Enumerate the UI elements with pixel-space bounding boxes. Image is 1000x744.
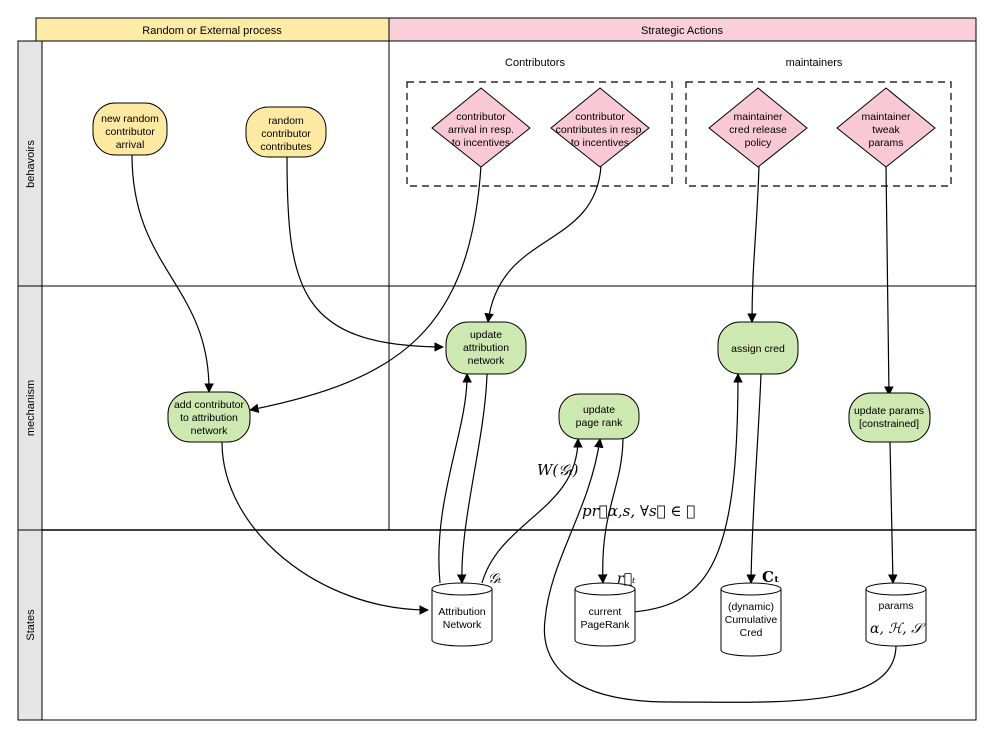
node-add-contributor: add contributor to attribution network (167, 391, 251, 443)
label-line: arrival in resp. (448, 124, 514, 136)
edge-update-attribution-to-attribution-network (456, 373, 488, 584)
label-line: Network (443, 619, 482, 631)
label-line: update params (854, 405, 924, 417)
contributors-group-box (406, 81, 673, 187)
state-params: params α, ℋ, 𝒮 (865, 582, 927, 647)
node-maintainer-tweak-params: maintainer tweak params (836, 87, 936, 168)
label-line: contributor (261, 128, 311, 140)
edge-update-params-to-params (888, 441, 898, 584)
node-contributor-contributes-incentives: contributor contributes in resp. to ince… (550, 87, 650, 168)
label-line: contributor (105, 126, 155, 138)
label-line: (dynamic) (728, 601, 774, 613)
maintainers-group-box (685, 81, 952, 187)
label-line: update (583, 404, 615, 416)
row-label-behaviors: behavoirs (25, 140, 37, 188)
edge-params-to-update-page-rank (543, 438, 897, 703)
group-label-maintainers: maintainers (786, 57, 843, 69)
label-line: tweak (872, 124, 900, 136)
label-line: to incentives (571, 137, 629, 149)
label-line: cred release (729, 124, 787, 136)
label-line: params (878, 600, 913, 612)
row-label-mechanism: mechanism (25, 380, 37, 436)
node-update-page-rank: update page rank (558, 393, 640, 440)
edge-assign-cred-to-cumulative-cred (746, 373, 762, 584)
label-line: maintainer (733, 111, 783, 123)
node-update-attribution-network: update attribution network (445, 321, 527, 375)
edge-attribution-network-to-update-page-rank (481, 438, 583, 584)
label-line: policy (745, 137, 773, 149)
state-current-pagerank: current PageRank (574, 582, 636, 647)
edge-contributes-incentive-to-update-attribution (484, 165, 602, 323)
label-line: Cred (740, 627, 763, 639)
label-line: current (589, 606, 622, 618)
state-attribution-network: Attribution Network (431, 582, 493, 647)
label-line: update (470, 329, 502, 341)
label-line: Cumulative (725, 614, 778, 626)
math-c-t: 𝐂ₜ (762, 568, 780, 586)
label-line: [constrained] (859, 418, 919, 430)
label-line: new random (101, 113, 159, 125)
edges (131, 154, 898, 703)
label-line: contributor (456, 111, 506, 123)
edge-arrival-to-add-contributor (131, 154, 214, 393)
math-w-of-g: W(𝒢ₜ) (537, 461, 579, 479)
label-line: params (868, 137, 903, 149)
label-line: Attribution (438, 606, 485, 618)
node-contributor-arrival-incentives: contributor arrival in resp. to incentiv… (431, 87, 531, 168)
label-line: network (468, 355, 506, 367)
node-update-params: update params [constrained] (848, 392, 931, 443)
node-assign-cred: assign cred (717, 321, 799, 375)
edge-contributes-to-update-attribution (286, 156, 444, 352)
label-line: contributes in resp. (556, 124, 645, 136)
label-line: attribution (463, 342, 509, 354)
math-pr-forall: pr⃗α,s, ∀s⃗ ∈ 𝒮 (582, 502, 695, 520)
node-new-random-contributor-arrival: new random contributor arrival (92, 102, 168, 156)
label-line: random (268, 115, 304, 127)
edge-attribution-network-to-update-attribution (438, 373, 472, 584)
node-random-contributor-contributes: random contributor contributes (245, 106, 327, 158)
params-math: α, ℋ, 𝒮 (870, 621, 926, 637)
label-line: network (191, 425, 229, 437)
main-frame (41, 40, 977, 721)
label-line: page rank (576, 417, 623, 429)
label-line: assign cred (731, 343, 785, 355)
state-cumulative-cred: (dynamic) Cumulative Cred (720, 582, 782, 657)
edge-tweak-to-update-params (884, 165, 894, 396)
label-line: contributes (260, 141, 311, 153)
label-line: arrival (116, 139, 145, 151)
label-line: contributor (575, 111, 625, 123)
edge-arrival-incentive-to-add-contributor (249, 165, 482, 414)
label-line: add contributor (174, 399, 245, 411)
edge-pagerank-to-assign-cred (632, 373, 743, 613)
label-line: maintainer (861, 111, 911, 123)
edge-update-page-rank-to-pagerank (597, 438, 624, 584)
group-label-contributors: Contributors (505, 57, 565, 69)
label-line: to incentives (452, 137, 510, 149)
label-line: PageRank (580, 619, 630, 631)
math-r-t: r⃗ₜ (617, 571, 636, 587)
column-header-strategic-label: Strategic Actions (641, 25, 723, 37)
label-line: to attribution (180, 412, 238, 424)
node-maintainer-cred-release-policy: maintainer cred release policy (708, 87, 808, 168)
row-label-states: States (25, 609, 37, 641)
math-g-t: 𝒢ₜ (488, 571, 502, 587)
edge-add-contributor-to-attribution-network (221, 441, 429, 615)
edge-cred-policy-to-assign-cred (747, 165, 760, 323)
column-header-random-label: Random or External process (142, 25, 282, 37)
